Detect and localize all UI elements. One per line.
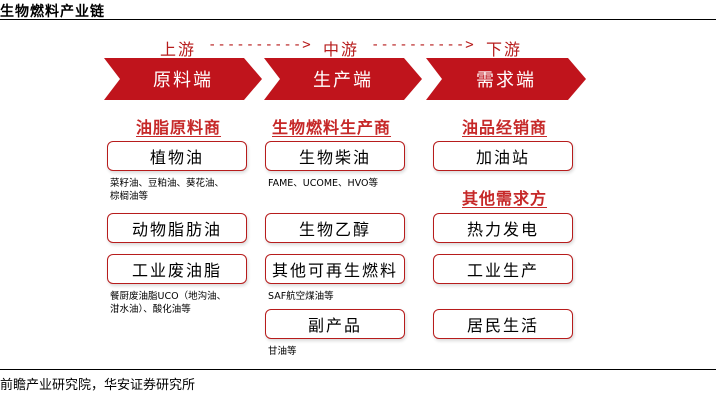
chevron-production: 生产端	[264, 58, 422, 100]
chevron-shape	[104, 58, 262, 100]
top-divider	[0, 19, 716, 20]
chevron-raw: 原料端	[104, 58, 262, 100]
page-title: 生物燃料产业链	[0, 4, 105, 20]
chevron-shape	[264, 58, 422, 100]
category-oil-distributor: 油品经销商	[462, 118, 548, 137]
category-oil-feedstock: 油脂原料商	[136, 118, 222, 137]
bottom-divider	[0, 369, 716, 370]
box-industrial: 工业生产	[433, 254, 573, 284]
note-waste-oil-2: 泔水油）、酸化油等	[110, 304, 191, 315]
stage-upstream: 上游	[160, 40, 197, 59]
box-bioethanol: 生物乙醇	[265, 213, 405, 243]
stage-downstream: 下游	[486, 40, 523, 59]
box-gas-station: 加油站	[433, 141, 573, 171]
box-residential: 居民生活	[433, 309, 573, 339]
box-byproduct: 副产品	[265, 309, 405, 339]
chevron-demand-label: 需求端	[476, 70, 536, 91]
chevron-demand: 需求端	[426, 58, 586, 100]
note-vegetable-oil-1: 菜籽油、豆粕油、葵花油、	[110, 178, 225, 189]
note-biodiesel: FAME、UCOME、HVO等	[268, 178, 379, 189]
box-vegetable-oil: 植物油	[107, 141, 247, 171]
note-vegetable-oil-2: 棕榈油等	[110, 191, 149, 202]
chevron-raw-label: 原料端	[153, 70, 213, 91]
box-other-renewable: 其他可再生燃料	[265, 254, 405, 284]
stage-midstream: 中游	[323, 40, 360, 59]
note-byproduct: 甘油等	[268, 346, 297, 357]
dashed-arrow-2: ---------->	[371, 37, 475, 53]
box-waste-oil: 工业废油脂	[107, 254, 247, 284]
dashed-arrow-1: ---------->	[208, 37, 312, 53]
box-animal-fat: 动物脂肪油	[107, 213, 247, 243]
box-power: 热力发电	[433, 213, 573, 243]
chevron-shape	[426, 58, 586, 100]
category-biofuel-producer: 生物燃料生产商	[272, 118, 392, 137]
box-biodiesel: 生物柴油	[265, 141, 405, 171]
note-other-renewable: SAF航空煤油等	[268, 291, 334, 302]
source-note: 前瞻产业研究院，华安证券研究所	[0, 378, 196, 393]
chevron-production-label: 生产端	[313, 70, 373, 91]
category-other-demand: 其他需求方	[462, 189, 548, 208]
note-waste-oil-1: 餐厨废油脂UCO（地沟油、	[110, 291, 227, 302]
